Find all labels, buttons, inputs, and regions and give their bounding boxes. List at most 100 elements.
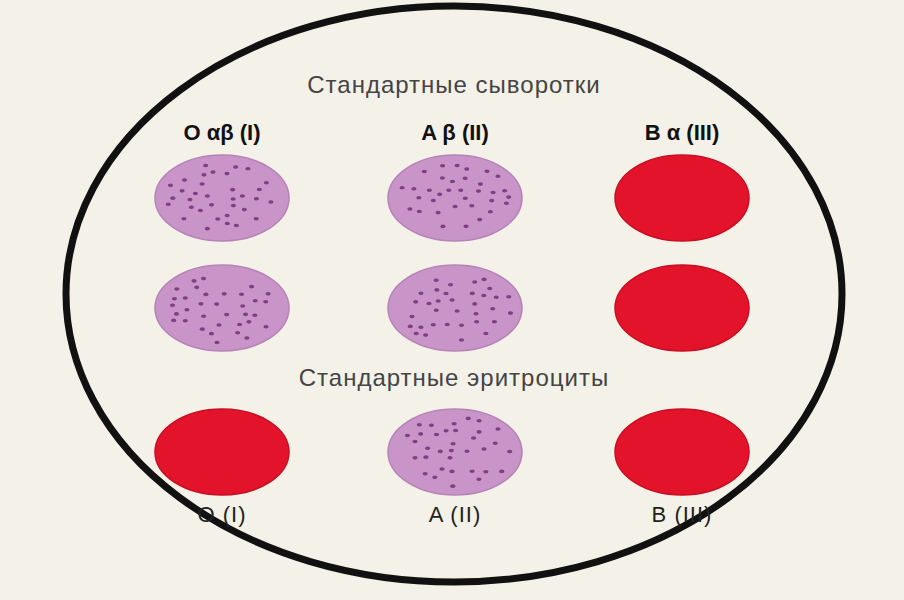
- agglutinate-dot: [224, 172, 229, 176]
- agglutinate-dot: [183, 319, 188, 323]
- agglutinate-dot: [231, 204, 236, 208]
- agglutinate-dot: [426, 302, 431, 306]
- agglutinate-dot: [181, 217, 186, 221]
- agglutinate-dot: [463, 197, 468, 201]
- agglutinate-dot: [423, 472, 428, 476]
- agglutinate-dot: [411, 187, 416, 191]
- agglutinate-dot: [418, 432, 423, 436]
- drop-figure: [385, 406, 525, 498]
- agglutinate-dot: [488, 210, 493, 214]
- agglutinate-dot: [469, 204, 474, 208]
- agglutinate-dot: [450, 484, 455, 488]
- agglutinate-dot: [225, 214, 230, 218]
- agglutinate-dot: [224, 313, 229, 317]
- agglutinate-dot: [431, 199, 436, 203]
- drop-figure: [612, 152, 752, 244]
- erythrocyte-label: O (I): [198, 502, 247, 528]
- agglutinate-dot: [170, 196, 175, 200]
- clear-drop: [155, 409, 289, 495]
- agglutinate-dot: [205, 227, 210, 231]
- agglutinate-dot: [477, 218, 482, 222]
- agglutinate-dot: [449, 470, 454, 474]
- agglutinate-dot: [171, 319, 176, 323]
- agglutinate-dot: [203, 164, 208, 168]
- clear-drop: [615, 155, 749, 241]
- agglutinate-dot: [437, 193, 442, 197]
- agglutinated-drop: [155, 265, 289, 351]
- agglutinate-dot: [453, 429, 458, 433]
- erythrocyte-label: A (II): [429, 502, 481, 528]
- erythrocyte-label: B (III): [652, 502, 713, 528]
- serum-drop: B (III): [612, 406, 752, 528]
- drop-figure: [152, 152, 292, 244]
- agglutinate-dot: [209, 203, 214, 207]
- agglutinate-dot: [172, 297, 177, 301]
- agglutinate-dot: [474, 320, 479, 324]
- agglutinate-dot: [184, 308, 189, 312]
- agglutinate-dot: [413, 300, 418, 304]
- agglutinate-dot: [463, 176, 468, 180]
- agglutinate-dot: [490, 191, 495, 195]
- agglutinate-dot: [166, 202, 171, 206]
- agglutinate-dot: [242, 208, 247, 212]
- drop-figure: [612, 406, 752, 498]
- agglutinate-dot: [201, 315, 206, 319]
- agglutinate-dot: [455, 309, 460, 313]
- agglutinate-dot: [445, 323, 450, 327]
- agglutinate-dot: [405, 434, 410, 438]
- agglutinate-dot: [214, 341, 219, 345]
- agglutinate-dot: [198, 209, 203, 213]
- agglutinate-dot: [490, 307, 495, 311]
- agglutinate-dot: [414, 332, 419, 336]
- agglutinate-dot: [440, 176, 445, 180]
- agglutinate-dot: [234, 224, 239, 228]
- agglutinate-dot: [243, 313, 248, 317]
- drop-row: [155, 265, 749, 351]
- agglutinate-dot: [464, 450, 469, 454]
- agglutinate-dot: [168, 184, 173, 188]
- agglutinate-dot: [237, 323, 242, 327]
- agglutinate-dot: [472, 302, 477, 306]
- agglutinate-dot: [418, 291, 423, 295]
- agglutinate-dot: [263, 325, 268, 329]
- agglutinate-dot: [193, 192, 198, 196]
- agglutinate-dot: [431, 323, 436, 327]
- agglutinate-dot: [481, 278, 486, 282]
- agglutinate-dot: [235, 331, 240, 335]
- agglutinate-dot: [506, 295, 511, 299]
- typing-plate: Стандартные сывороткиСтандартные эритроц…: [62, 2, 846, 586]
- agglutinate-dot: [266, 292, 271, 296]
- agglutinate-dot: [205, 194, 210, 198]
- agglutinate-dot: [466, 417, 471, 421]
- agglutinate-dot: [200, 182, 205, 186]
- agglutinate-dot: [504, 201, 509, 205]
- clear-drop: [615, 265, 749, 351]
- serum-label: B α (III): [645, 120, 720, 146]
- agglutinate-dot: [495, 174, 500, 178]
- agglutinate-dot: [447, 456, 452, 460]
- serum-drop: O αβ (I): [152, 120, 292, 244]
- agglutinate-dot: [483, 470, 488, 474]
- agglutinate-dot: [254, 197, 259, 201]
- drop: [155, 265, 289, 351]
- agglutinate-dot: [443, 429, 448, 433]
- agglutinate-dot: [174, 287, 179, 291]
- agglutinate-dot: [454, 164, 459, 168]
- agglutinate-dot: [502, 189, 507, 193]
- agglutinate-dot: [489, 199, 494, 203]
- serum-drop: O (I): [152, 406, 292, 528]
- agglutinate-dot: [484, 170, 489, 174]
- agglutinate-dot: [417, 423, 422, 427]
- agglutinate-dot: [201, 173, 206, 177]
- agglutinate-dot: [408, 325, 413, 329]
- agglutinate-dot: [473, 312, 478, 316]
- agglutinate-dot: [422, 170, 427, 174]
- agglutinate-dot: [508, 311, 513, 315]
- agglutinate-dot: [418, 325, 423, 329]
- agglutinate-dot: [182, 178, 187, 182]
- agglutinate-dot: [481, 447, 486, 451]
- agglutinate-dot: [446, 188, 451, 192]
- agglutinate-dot: [495, 427, 500, 431]
- agglutinate-dot: [435, 211, 440, 215]
- agglutinate-dot: [180, 189, 185, 193]
